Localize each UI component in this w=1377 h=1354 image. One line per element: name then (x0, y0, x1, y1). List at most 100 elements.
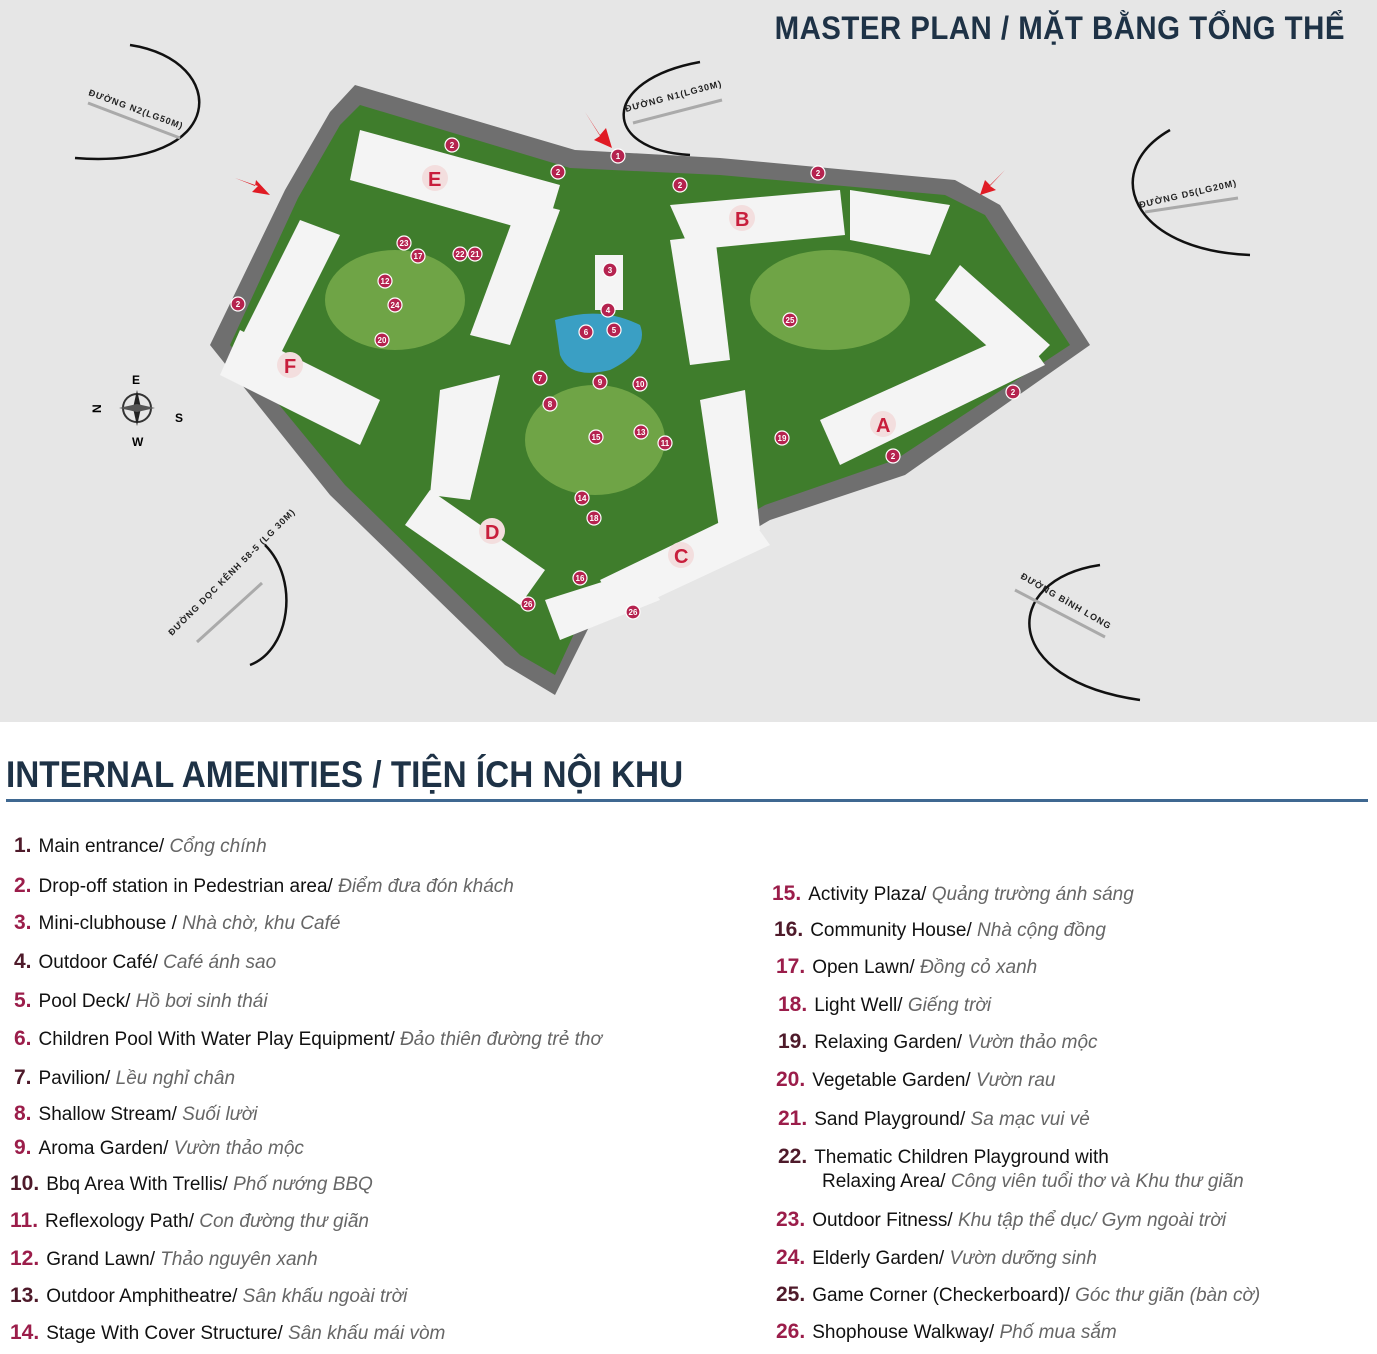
amenity-marker[interactable]: 13 (633, 424, 649, 440)
master-plan-map: ĐƯỜNG N2(LG50M) ĐƯỜNG N1(LG30M) ĐƯỜNG D5… (0, 0, 1377, 722)
amenity-marker[interactable]: 7 (532, 370, 548, 386)
amenity-marker[interactable]: 2 (672, 177, 688, 193)
amenity-name-vi: Vườn dưỡng sinh (949, 1248, 1097, 1269)
amenity-marker[interactable]: 3 (602, 262, 618, 278)
svg-text:E: E (132, 373, 140, 387)
amenity-number: 17. (776, 955, 806, 978)
amenity-marker[interactable]: 15 (588, 429, 604, 445)
block-label-b: B (735, 209, 749, 231)
block-label-c: C (674, 546, 688, 568)
amenity-item: 11.Reflexology Path/ Con đường thư giãn (10, 1209, 369, 1234)
amenity-marker[interactable]: 1 (610, 148, 626, 164)
amenity-marker[interactable]: 4 (600, 302, 616, 318)
marker-number: 5 (612, 326, 617, 335)
amenity-name-en: Pool Deck/ (38, 991, 136, 1012)
marker-number: 2 (816, 169, 821, 178)
marker-number: 4 (606, 306, 611, 315)
amenity-marker[interactable]: 8 (542, 396, 558, 412)
amenity-marker[interactable]: 6 (578, 324, 594, 340)
amenity-name-vi: Vườn thảo mộc (967, 1032, 1098, 1053)
amenity-item: 1.Main entrance/ Cổng chính (14, 834, 267, 859)
marker-number: 11 (661, 439, 670, 448)
amenity-name-vi: Công viên tuổi thơ và Khu thư giãn (950, 1171, 1244, 1192)
amenity-number: 10. (10, 1172, 40, 1195)
amenity-number: 18. (778, 993, 808, 1016)
amenity-number: 22. (778, 1145, 808, 1168)
amenity-name-en: Thematic Children Playground with (814, 1147, 1109, 1168)
marker-number: 22 (456, 250, 465, 259)
amenity-marker[interactable]: 2 (810, 165, 826, 181)
marker-number: 19 (778, 434, 787, 443)
amenity-marker[interactable]: 26 (520, 596, 536, 612)
amenity-number: 11. (10, 1209, 39, 1232)
marker-number: 25 (786, 316, 795, 325)
amenity-number: 9. (14, 1136, 32, 1159)
amenity-number: 4. (14, 950, 32, 973)
marker-number: 2 (236, 300, 241, 309)
svg-text:S: S (175, 411, 183, 425)
amenity-marker[interactable]: 18 (586, 510, 602, 526)
marker-number: 21 (471, 250, 480, 259)
amenity-marker[interactable]: 11 (657, 435, 673, 451)
amenity-name-en: Shophouse Walkway/ (812, 1322, 1000, 1343)
amenity-item: 10. Bbq Area With Trellis/ Phố nướng BBQ (10, 1172, 373, 1197)
amenity-name-vi: Hồ bơi sinh thái (135, 991, 268, 1012)
marker-number: 3 (608, 266, 613, 275)
marker-number: 14 (578, 494, 587, 503)
amenity-marker[interactable]: 21 (467, 246, 483, 262)
amenity-number: 25. (776, 1283, 806, 1306)
marker-number: 2 (678, 181, 683, 190)
amenity-marker[interactable]: 2 (550, 164, 566, 180)
amenity-marker[interactable]: 2 (230, 296, 246, 312)
road-callouts (74, 43, 1251, 702)
amenity-name-en: Aroma Garden/ (38, 1138, 174, 1159)
amenity-marker[interactable]: 26 (625, 604, 641, 620)
amenity-marker[interactable]: 22 (452, 246, 468, 262)
amenity-item: 26.Shophouse Walkway/ Phố mua sắm (776, 1320, 1117, 1345)
amenity-number: 1. (14, 834, 32, 857)
amenity-marker[interactable]: 25 (782, 312, 798, 328)
amenity-marker[interactable]: 9 (592, 374, 608, 390)
amenity-name-vi: Sa mạc vui vẻ (970, 1109, 1090, 1130)
map-title: MASTER PLAN / MẶT BẰNG TỔNG THỂ (774, 10, 1345, 46)
amenity-name-en: Relaxing Garden/ (814, 1032, 968, 1053)
amenity-number: 13. (10, 1284, 40, 1307)
amenity-number: 24. (776, 1246, 806, 1269)
entrance-arrows (235, 112, 1005, 195)
marker-number: 26 (524, 600, 533, 609)
amenity-item: 3.Mini-clubhouse / Nhà chờ, khu Café (14, 911, 340, 936)
marker-number: 2 (891, 452, 896, 461)
amenity-name-en: Outdoor Café/ (38, 952, 164, 973)
amenity-number: 20. (776, 1068, 806, 1091)
marker-number: 26 (629, 608, 638, 617)
amenity-marker[interactable]: 10 (632, 376, 648, 392)
amenity-name-en: Activity Plaza/ (808, 884, 932, 905)
amenity-name-en: Main entrance/ (38, 836, 170, 857)
amenity-number: 15. (772, 882, 802, 905)
amenity-name-en-cont: Relaxing Area/ (822, 1171, 951, 1192)
amenity-marker[interactable]: 16 (572, 570, 588, 586)
amenity-item: 8.Shallow Stream/ Suối lười (14, 1102, 257, 1127)
amenity-name-vi: Đồng cỏ xanh (919, 957, 1038, 978)
amenity-marker[interactable]: 14 (574, 490, 590, 506)
amenity-marker[interactable]: 2 (885, 448, 901, 464)
amenity-marker[interactable]: 23 (396, 235, 412, 251)
amenity-marker[interactable]: 2 (1005, 384, 1021, 400)
amenity-marker[interactable]: 2 (444, 137, 460, 153)
amenity-marker[interactable]: 19 (774, 430, 790, 446)
block-label-f: F (284, 356, 296, 378)
amenity-name-vi: Phố nướng BBQ (233, 1174, 373, 1195)
svg-text:W: W (132, 435, 144, 449)
amenity-item: 13.Outdoor Amphitheatre/ Sân khấu ngoài … (10, 1284, 407, 1309)
amenity-item: 21.Sand Playground/ Sa mạc vui vẻ (778, 1107, 1090, 1132)
amenity-number: 2. (14, 874, 32, 897)
amenity-name-vi: Góc thư giãn (bàn cờ) (1075, 1285, 1261, 1306)
amenity-marker[interactable]: 24 (387, 297, 403, 313)
amenity-marker[interactable]: 17 (410, 248, 426, 264)
amenity-marker[interactable]: 12 (377, 273, 393, 289)
amenity-marker[interactable]: 5 (606, 322, 622, 338)
amenity-name-en: Bbq Area With Trellis/ (46, 1174, 234, 1195)
amenity-marker[interactable]: 20 (374, 332, 390, 348)
amenity-item: 15.Activity Plaza/ Quảng trường ánh sáng (772, 882, 1134, 907)
amenity-item: 18.Light Well/ Giếng trời (778, 993, 991, 1018)
